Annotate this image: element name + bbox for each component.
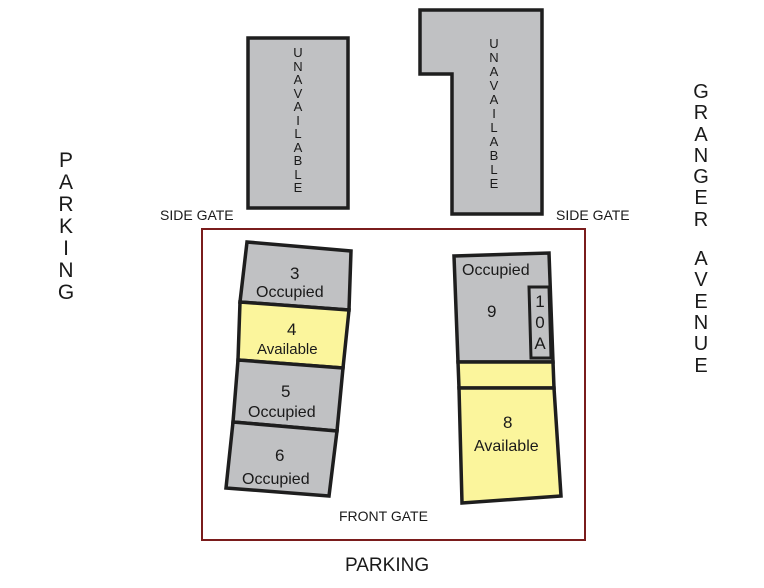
unit-6-status: Occupied	[242, 471, 310, 488]
building-unavailable-right	[418, 8, 544, 216]
label-side-gate-right: SIDE GATE	[556, 207, 630, 223]
property-boundary	[201, 228, 586, 541]
unit-6-number: 6	[275, 446, 285, 465]
unit-4-number: 4	[287, 320, 297, 339]
unit-8-annex[interactable]	[456, 360, 556, 390]
label-front-gate: FRONT GATE	[339, 508, 428, 524]
building-unavailable-left	[246, 36, 350, 210]
unit-8[interactable]	[457, 386, 563, 505]
unit-3-number: 3	[290, 264, 300, 283]
unit-3-status: Occupied	[256, 284, 324, 301]
unit-8-status: Available	[474, 438, 539, 455]
unit-9-status: Occupied	[462, 262, 530, 279]
unit-6[interactable]	[224, 420, 339, 498]
unit-5-status: Occupied	[248, 404, 316, 421]
unit-10a[interactable]	[527, 285, 553, 360]
unit-8-number: 8	[503, 413, 513, 432]
label-parking-bottom: PARKING	[345, 555, 430, 576]
label-side-gate-left: SIDE GATE	[160, 207, 234, 223]
unit-4-status: Available	[257, 341, 318, 358]
unit-9-number: 9	[487, 302, 497, 321]
unit-5-number: 5	[281, 382, 291, 401]
